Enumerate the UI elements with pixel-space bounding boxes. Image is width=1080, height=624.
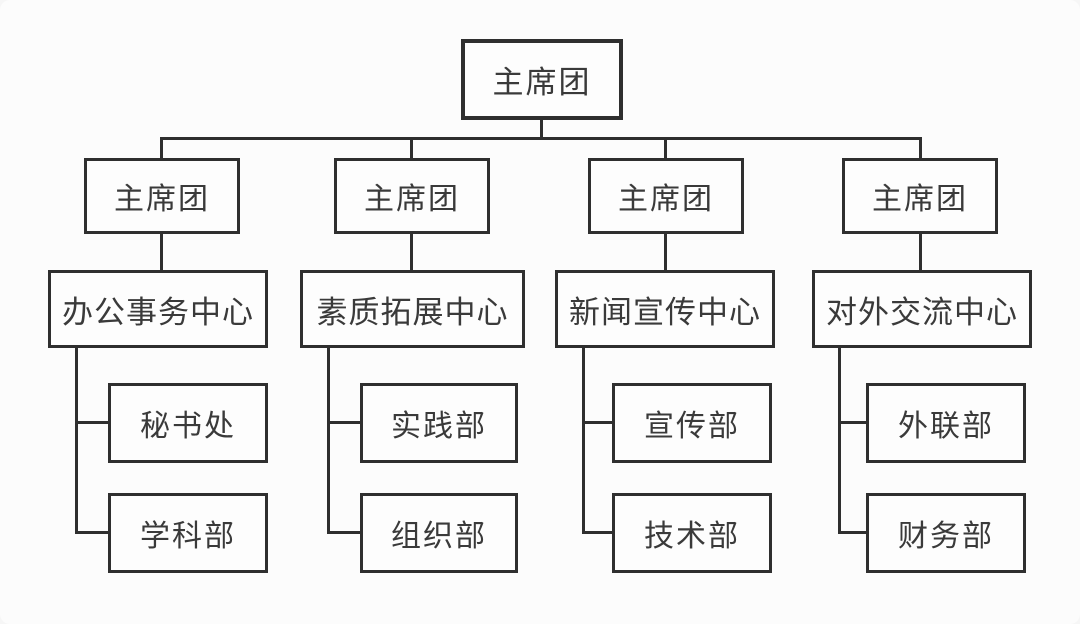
org-box-dept-4-1: 外联部 [866,383,1026,463]
org-box-dept-3-2: 技术部 [612,493,772,573]
org-box-center-2-label: 素质拓展中心 [316,294,509,330]
org-box-dept-2-1-label: 实践部 [391,410,487,443]
org-box-dept-1-1-label: 秘书处 [140,410,236,443]
connector-stub-2-1 [327,421,363,424]
connector-rail [160,137,922,140]
org-box-dept-4-1-label: 外联部 [898,410,994,443]
org-box-branch-1-label: 主席团 [114,183,210,216]
org-box-dept-4-2-label: 财务部 [898,520,994,553]
org-box-branch-4: 主席团 [842,158,998,234]
org-box-center-1: 办公事务中心 [48,270,268,348]
connector-branch-center-4 [919,234,922,270]
org-box-dept-4-2: 财务部 [866,493,1026,573]
org-box-branch-1: 主席团 [84,158,240,234]
org-box-dept-3-2-label: 技术部 [644,520,740,553]
connector-spine-2 [327,346,330,534]
connector-branch-center-3 [664,234,667,270]
connector-stub-4-2 [838,531,869,534]
org-box-branch-3: 主席团 [588,158,744,234]
connector-branch-center-2 [410,234,413,270]
org-box-dept-1-2: 学科部 [108,493,268,573]
connector-spine-4 [838,346,841,534]
org-box-center-3-label: 新闻宣传中心 [569,294,761,330]
org-box-root: 主席团 [461,39,623,120]
org-box-dept-1-2-label: 学科部 [140,520,236,553]
connector-root-stem [540,120,543,140]
org-box-dept-3-1: 宣传部 [612,383,772,463]
connector-stub-3-1 [582,421,615,424]
connector-branch-center-1 [160,234,163,270]
org-box-center-4-label: 对外交流中心 [826,294,1018,330]
connector-stub-1-1 [75,421,111,424]
connector-stub-2-2 [327,531,363,534]
org-box-root-label: 主席团 [492,65,592,100]
connector-stub-3-2 [582,531,615,534]
org-box-branch-2: 主席团 [334,158,490,234]
org-box-dept-3-1-label: 宣传部 [644,410,740,443]
org-box-branch-4-label: 主席团 [872,183,968,216]
connector-stub-4-1 [838,421,869,424]
connector-drop-4 [919,137,922,159]
connector-drop-3 [664,137,667,159]
org-box-center-1-label: 办公事务中心 [62,294,254,330]
org-box-dept-2-2-label: 组织部 [391,520,487,553]
org-box-center-3: 新闻宣传中心 [555,270,775,348]
connector-drop-2 [410,137,413,159]
org-box-dept-2-2: 组织部 [360,493,518,573]
connector-spine-1 [75,346,78,534]
org-box-center-2: 素质拓展中心 [300,270,525,348]
connector-drop-1 [160,137,163,159]
org-box-dept-1-1: 秘书处 [108,383,268,463]
org-box-dept-2-1: 实践部 [360,383,518,463]
org-box-center-4: 对外交流中心 [812,270,1032,348]
connector-spine-3 [582,346,585,534]
connector-stub-1-2 [75,531,111,534]
org-box-branch-2-label: 主席团 [364,183,460,216]
org-box-branch-3-label: 主席团 [618,183,714,216]
